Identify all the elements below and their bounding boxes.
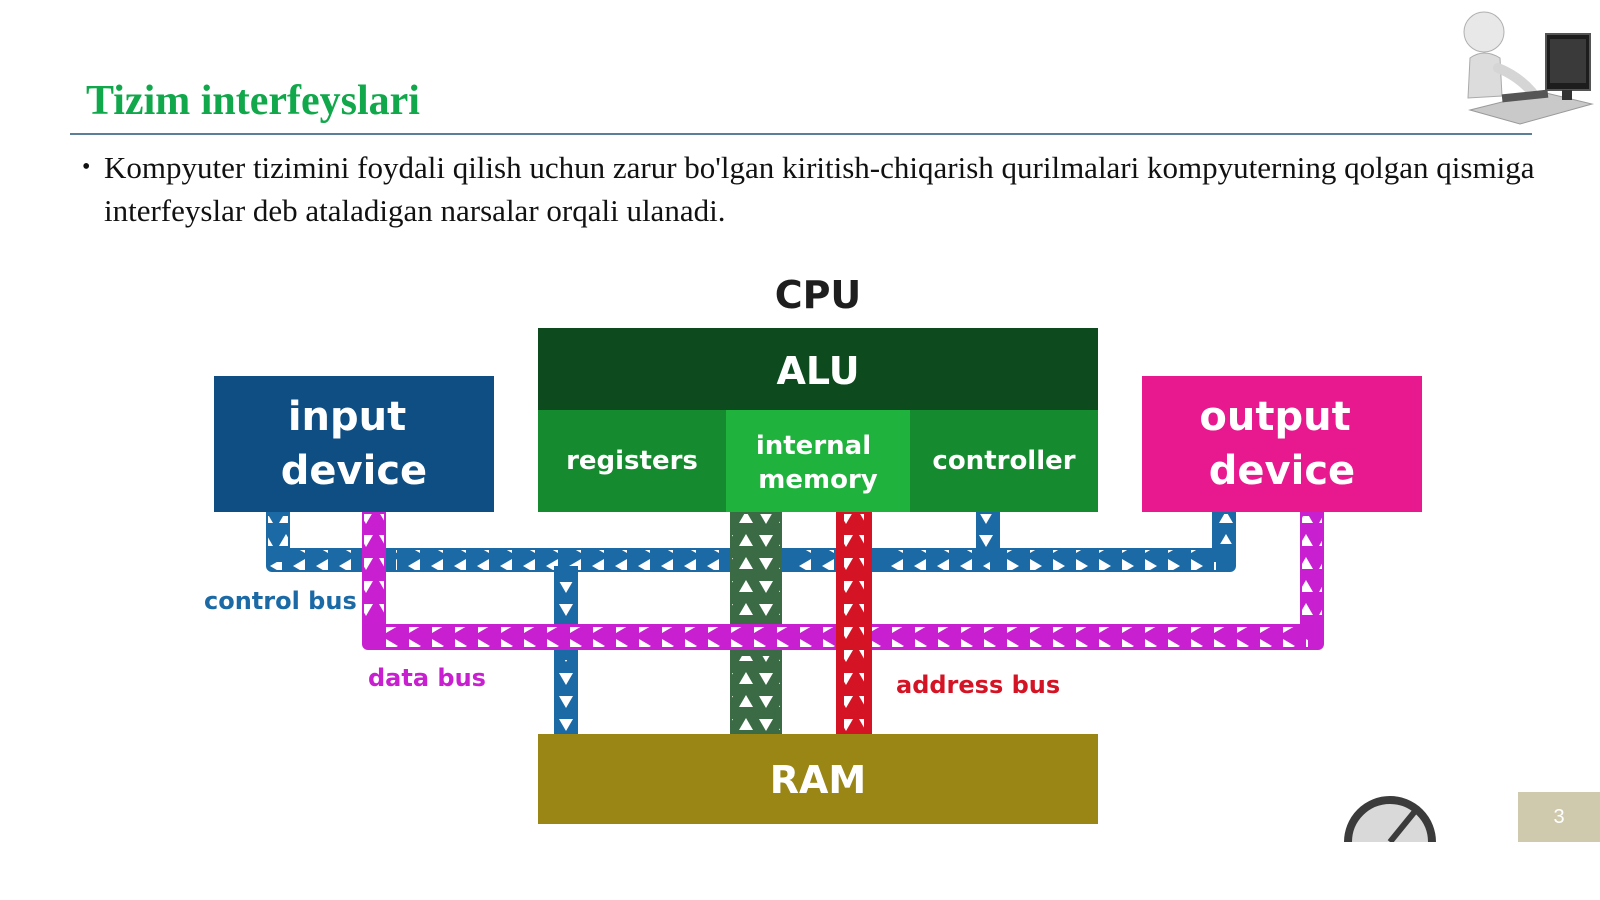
bullet-item: • Kompyuter tizimini foydali qilish uchu… [82, 146, 1542, 232]
gauge-icon [1344, 796, 1436, 842]
address-bus-label: address bus [896, 671, 1060, 699]
controller-block [910, 410, 1098, 512]
control-bus-label: control bus [204, 587, 357, 615]
data-bus-label: data bus [368, 664, 486, 692]
alu-label: ALU [776, 349, 859, 393]
output-device-block [1142, 376, 1422, 512]
internal-memory-label-line2: memory [758, 465, 878, 495]
person-computer-icon [1463, 11, 1594, 125]
output-device-label-line2: device [1209, 448, 1355, 494]
controller-label: controller [932, 446, 1075, 476]
input-device-label-line1: input [288, 394, 406, 440]
address-bus [836, 512, 872, 734]
internal-memory-block [726, 410, 910, 512]
data-bus [362, 512, 1324, 650]
alu-block [538, 328, 1098, 410]
internal-memory-label-line1: internal [756, 431, 871, 461]
input-device-label-line2: device [281, 448, 427, 494]
output-device-label: output device [1199, 394, 1364, 494]
ram-block [538, 734, 1098, 824]
title-divider [70, 133, 1532, 135]
registers-block [538, 410, 726, 512]
bullet-dot-icon: • [82, 154, 91, 180]
page-number: 3 [1518, 792, 1600, 842]
ram-label: RAM [770, 758, 866, 802]
registers-label: registers [566, 446, 698, 476]
output-device-label-line1: output [1199, 394, 1350, 440]
input-device-block [214, 376, 494, 512]
cpu-label: CPU [775, 276, 862, 317]
internal-memory-label: internal memory [756, 431, 880, 495]
internal-bus [730, 512, 782, 734]
computer-architecture-diagram: CPU ALU registers internal memory contro… [204, 276, 1422, 824]
bullet-text: Kompyuter tizimini foydali qilish uchun … [104, 150, 1535, 228]
slide-title: Tizim interfeyslari [86, 78, 420, 124]
input-device-label: input device [281, 394, 427, 494]
